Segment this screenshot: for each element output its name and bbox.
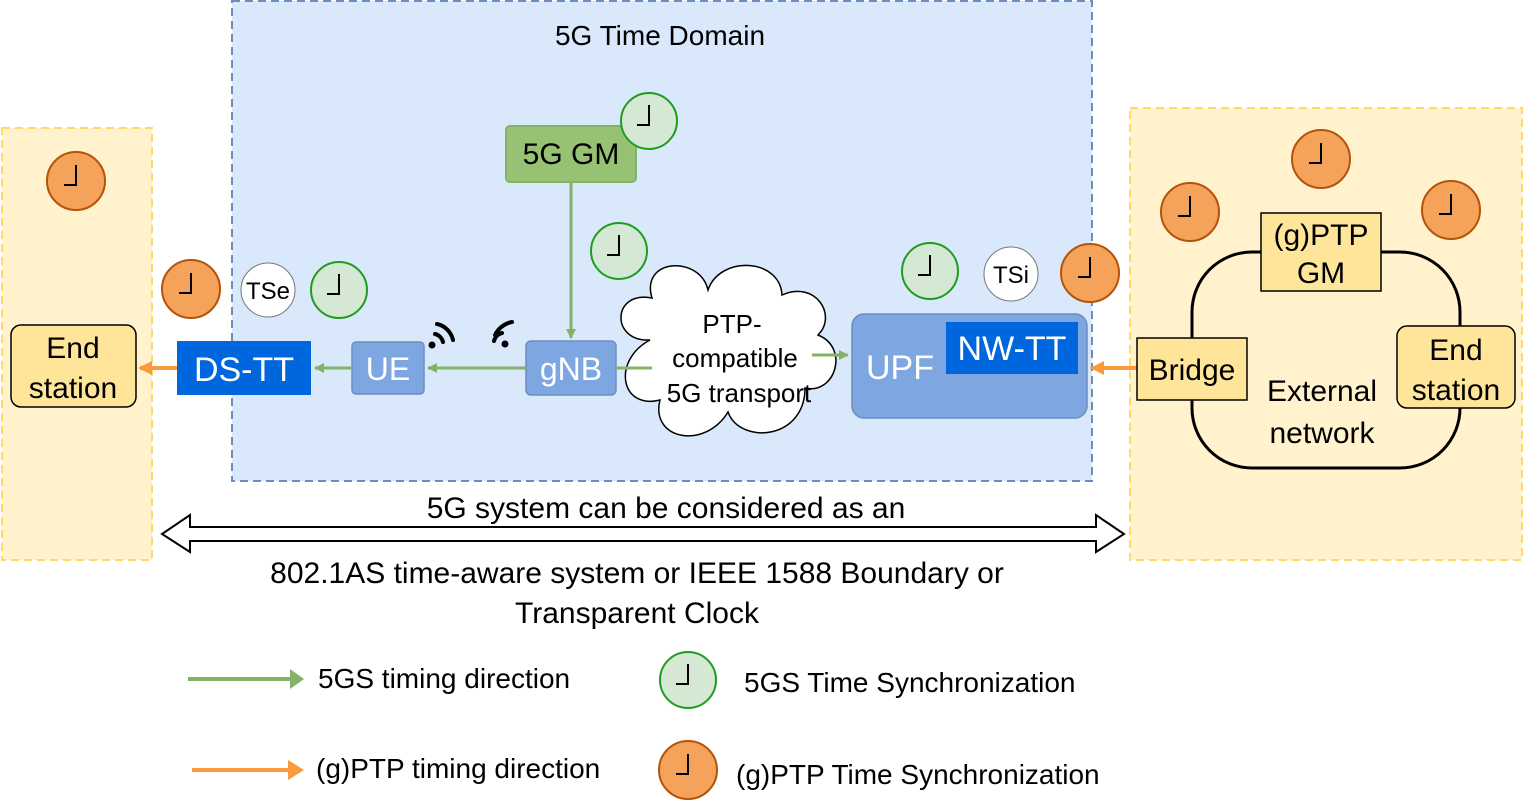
tsi-label: TSi [993, 262, 1029, 289]
external-network-line2: network [1269, 417, 1375, 450]
cloud-line2: compatible [672, 343, 798, 373]
tsi-badge [983, 246, 1039, 302]
5g-gm-label: 5G GM [523, 138, 620, 171]
legend-green-clock-label: 5GS Time Synchronization [744, 667, 1076, 698]
legend-green-arrow-head [290, 669, 304, 689]
system-span-double-arrow [160, 513, 1126, 554]
right-end-station-line2: station [1412, 374, 1500, 407]
span-caption-line3: Transparent Clock [515, 597, 760, 630]
bridge-node [1136, 337, 1248, 401]
legend-orange-clock-label: (g)PTP Time Synchronization [736, 759, 1100, 790]
ptp-gm-line2: GM [1297, 257, 1345, 290]
right-end-station [1396, 325, 1516, 409]
legend-orange-arrow-label: (g)PTP timing direction [316, 753, 600, 784]
legend-green-arrow-label: 5GS timing direction [318, 663, 570, 694]
legend-green-clock-icon [659, 651, 717, 709]
ue-label: UE [366, 351, 410, 387]
ptp-gm-line1: (g)PTP [1273, 219, 1368, 252]
nw-tt-node [946, 322, 1078, 374]
tse-5gs-clock-icon [310, 261, 368, 319]
left-end-station-line1: End [46, 332, 99, 365]
ds-tt-label: DS-TT [194, 351, 294, 389]
left-ptp-clock-icon [46, 151, 106, 211]
bridge-label: Bridge [1149, 354, 1236, 387]
left-end-station [10, 324, 137, 408]
tse-badge [240, 262, 296, 318]
wireless-signal-icon [492, 320, 514, 348]
upf-label: UPF [866, 349, 934, 387]
tse-ptp-clock-icon [161, 259, 221, 319]
ptp-gm-node [1260, 212, 1382, 292]
tse-label: TSe [246, 278, 290, 305]
ds-tt-node [177, 341, 311, 395]
cloud-line3: 5G transport [667, 378, 812, 408]
tsi-5gs-clock-icon [901, 242, 959, 300]
gnb-label: gNB [540, 351, 602, 387]
domain-title: 5G Time Domain [555, 20, 765, 51]
span-caption-top: 5G system can be considered as an [427, 492, 906, 525]
legend-orange-arrow-head [288, 760, 304, 780]
ext-ptp-clock-icon [1421, 180, 1481, 240]
span-caption-line2: 802.1AS time-aware system or IEEE 1588 B… [270, 557, 1004, 590]
tsi-ptp-clock-icon [1060, 243, 1120, 303]
wireless-signal-icon [428, 322, 455, 349]
transport-cloud: PTP- compatible 5G transport [620, 264, 837, 437]
nw-tt-label: NW-TT [958, 330, 1067, 368]
sync-clock-icon [590, 222, 648, 280]
ext-ptp-clock-icon [1160, 182, 1220, 242]
left-end-station-line2: station [29, 372, 117, 405]
right-end-station-line1: End [1429, 334, 1482, 367]
cloud-line1: PTP- [702, 309, 761, 339]
ext-ptp-clock-icon [1291, 129, 1351, 189]
legend-orange-clock-icon [658, 740, 718, 800]
gm-clock-icon [620, 92, 678, 150]
external-network-line1: External [1267, 375, 1377, 408]
